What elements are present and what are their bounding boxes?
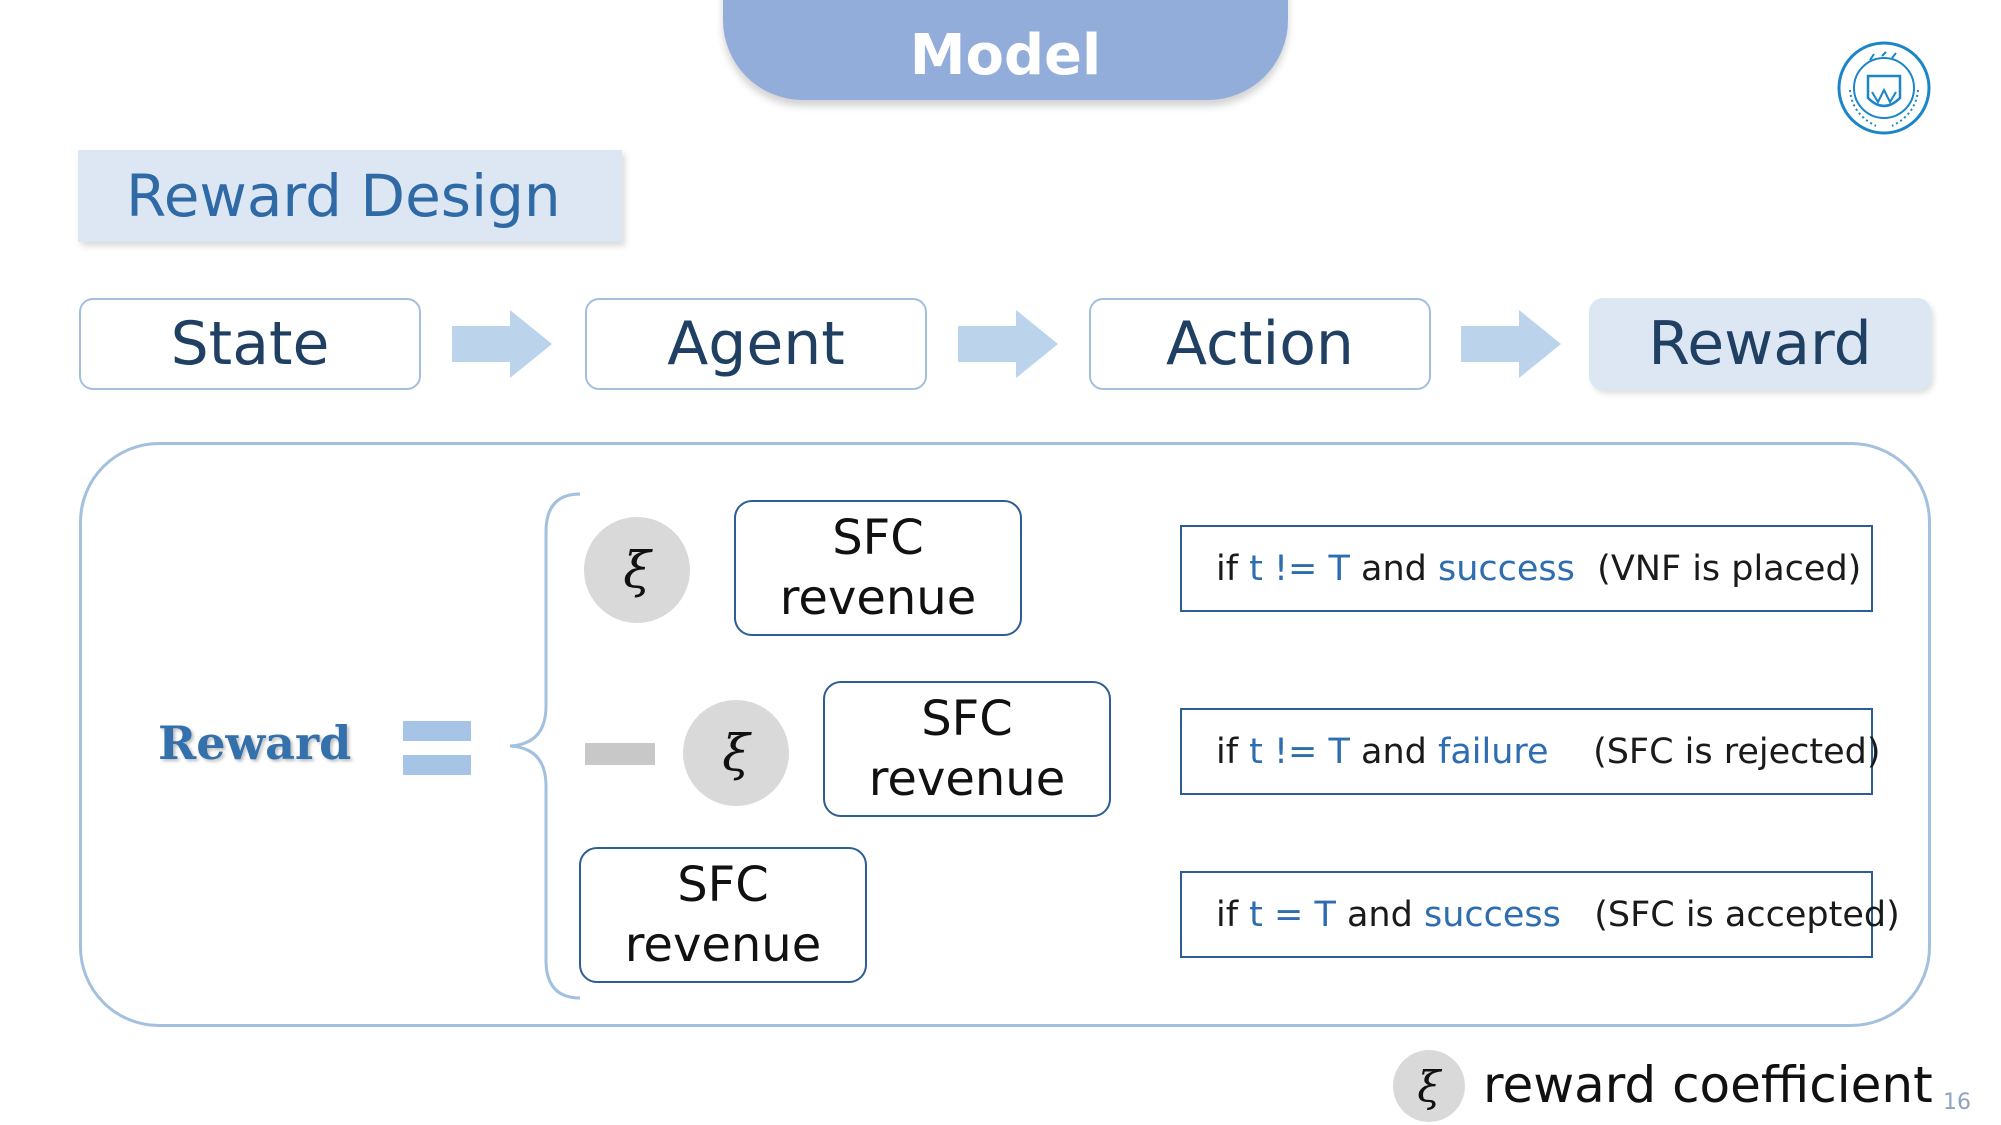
condition-outcome: success: [1423, 894, 1561, 935]
condition-outcome: failure: [1438, 731, 1549, 772]
flow-box-state: State: [79, 298, 421, 390]
flow-label-reward: Reward: [1648, 309, 1872, 379]
university-logo: [1837, 41, 1931, 135]
condition-prefix: if: [1216, 548, 1250, 589]
condition-note: (SFC is rejected): [1548, 731, 1881, 772]
reward-label: Reward: [158, 716, 352, 770]
condition-variable: t = T: [1249, 894, 1336, 935]
sfc-box-line2: revenue: [624, 917, 822, 973]
sfc-revenue-box: SFC revenue: [734, 500, 1022, 636]
sfc-box-line2: revenue: [868, 751, 1066, 807]
section-heading: Reward Design: [78, 150, 622, 242]
section-heading-text: Reward Design: [126, 162, 561, 230]
legend-xi-circle: ξ: [1393, 1050, 1465, 1122]
minus-sign: [585, 743, 655, 765]
slide-title-tab: Model: [723, 0, 1288, 100]
sfc-revenue-box: SFC revenue: [823, 681, 1111, 817]
condition-prefix: if: [1216, 731, 1250, 772]
flow-label-agent: Agent: [667, 309, 845, 379]
flow-box-action: Action: [1089, 298, 1431, 390]
sfc-box-line1: SFC: [677, 857, 769, 913]
sfc-box-line2: revenue: [779, 570, 977, 626]
flow-label-action: Action: [1166, 309, 1354, 379]
xi-coefficient-circle: ξ: [683, 700, 789, 806]
flow-box-reward: Reward: [1589, 298, 1931, 390]
condition-connector: and: [1335, 894, 1424, 935]
condition-outcome: success: [1438, 548, 1575, 589]
equals-sign-bottom-bar: [403, 755, 471, 775]
flow-box-agent: Agent: [585, 298, 927, 390]
condition-box-accepted: if t = T and success (SFC is accepted): [1180, 871, 1900, 958]
xi-coefficient-circle: ξ: [584, 517, 690, 623]
condition-prefix: if: [1216, 894, 1250, 935]
curly-brace-icon: [509, 492, 581, 1000]
condition-connector: and: [1349, 731, 1438, 772]
condition-note: (SFC is accepted): [1560, 894, 1900, 935]
flow-label-state: State: [170, 309, 330, 379]
condition-variable: t != T: [1249, 731, 1350, 772]
legend-text: reward coefficient: [1483, 1056, 1933, 1114]
condition-note: (VNF is placed): [1574, 548, 1862, 589]
sfc-box-line1: SFC: [832, 510, 924, 566]
equals-sign-top-bar: [403, 721, 471, 741]
condition-variable: t != T: [1249, 548, 1350, 589]
page-number: 16: [1943, 1090, 1971, 1115]
reward-equation-panel: [79, 442, 1931, 1027]
flow-arrow-icon: [958, 310, 1058, 378]
sfc-revenue-box: SFC revenue: [579, 847, 867, 983]
flow-arrow-icon: [452, 310, 552, 378]
slide-title: Model: [909, 23, 1102, 88]
sfc-box-line1: SFC: [921, 691, 1013, 747]
condition-connector: and: [1349, 548, 1438, 589]
condition-box-rejected: if t != T and failure (SFC is rejected): [1180, 708, 1881, 795]
flow-arrow-icon: [1461, 310, 1561, 378]
condition-box-placed: if t != T and success (VNF is placed): [1180, 525, 1873, 612]
